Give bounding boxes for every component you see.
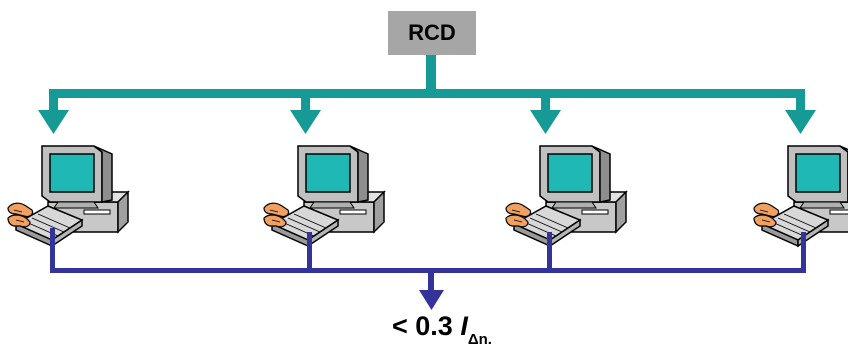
computer-3 [505,145,627,247]
leakage-prefix: < 0.3 [392,311,461,341]
return-lines [50,228,806,310]
supply-lines [38,55,816,134]
computer-1 [7,145,129,247]
leakage-subscript: Δn. [467,331,492,348]
computer-2 [263,145,385,247]
rcd-label: RCD [408,20,456,45]
computer-4 [753,145,848,247]
leakage-symbol: I [460,311,468,341]
leakage-current-label: < 0.3 IΔn. [392,306,492,348]
rcd-box: RCD [388,11,476,55]
